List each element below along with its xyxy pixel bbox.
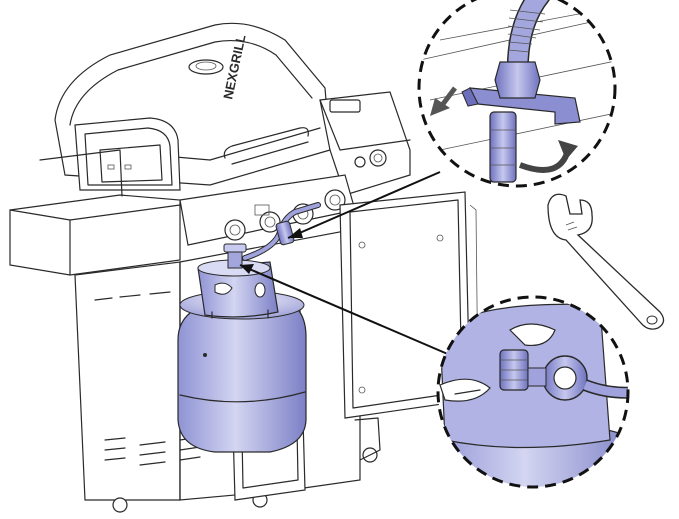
callout-regulator-detail xyxy=(417,0,617,188)
tank-collar xyxy=(197,259,279,319)
left-side-shelf xyxy=(9,149,181,276)
curved-arrow-icon xyxy=(518,140,578,173)
control-knob xyxy=(224,219,246,241)
callout-leaders xyxy=(239,171,451,356)
propane-tank xyxy=(177,243,307,453)
hood-window xyxy=(74,117,181,191)
regulator xyxy=(275,220,295,246)
hose-fitting xyxy=(489,111,517,183)
cart-wheel xyxy=(112,497,128,513)
adjustable-wrench-icon xyxy=(547,193,665,330)
right-side-burner xyxy=(319,91,411,196)
side-burner-knob xyxy=(369,149,387,167)
corrugated-hose xyxy=(507,0,551,71)
hose-nut xyxy=(494,61,541,99)
lid-handle xyxy=(223,127,309,159)
callout-tank-valve-detail xyxy=(436,295,630,489)
down-arrow-icon xyxy=(430,86,457,116)
control-knob xyxy=(259,211,281,233)
